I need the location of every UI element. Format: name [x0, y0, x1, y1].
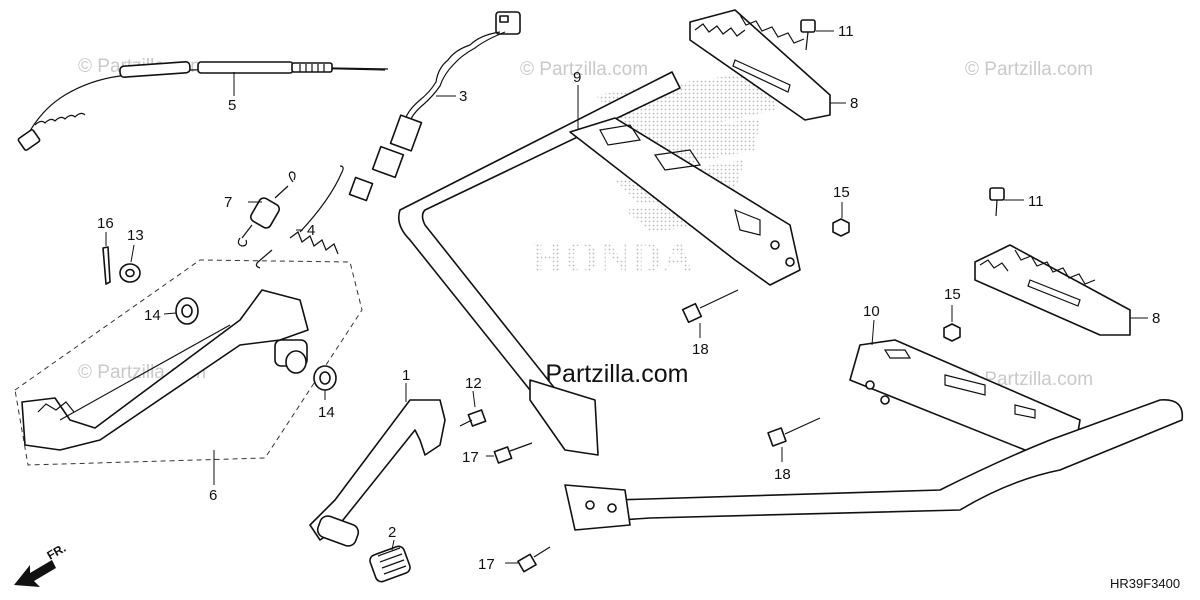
bushings-14 — [163, 297, 337, 400]
callout-12: 12 — [465, 375, 482, 392]
callout-9: 9 — [573, 69, 581, 86]
callout-6: 6 — [209, 487, 217, 504]
pin-16-washer-13 — [102, 232, 141, 285]
bolts-11 — [800, 19, 1024, 217]
springs-7-4 — [237, 165, 344, 269]
front-direction-indicator: FR. — [14, 541, 68, 587]
honda-brand-text: HONDA — [530, 233, 694, 282]
callout-3: 3 — [459, 88, 467, 105]
watermarks: © Partzilla.com © Partzilla.com © Partzi… — [78, 56, 1093, 390]
callout-17: 17 — [478, 556, 495, 573]
callout-4: 4 — [307, 222, 315, 239]
stop-switch-3 — [348, 11, 521, 202]
callout-15: 15 — [944, 286, 961, 303]
callout-14: 14 — [144, 307, 161, 324]
callout-2: 2 — [388, 524, 396, 541]
callout-18: 18 — [774, 466, 791, 483]
step-plate-8-lower — [974, 244, 1148, 336]
callout-1: 1 — [402, 367, 410, 384]
bolts-12-17 — [459, 390, 551, 573]
callout-10: 10 — [863, 303, 880, 320]
callout-11: 11 — [838, 23, 854, 40]
callout-14: 14 — [318, 404, 335, 421]
callout-18: 18 — [692, 341, 709, 358]
front-label: FR. — [45, 541, 69, 563]
callout-8: 8 — [1152, 310, 1160, 327]
callout-7: 7 — [224, 194, 232, 211]
nuts-15 — [832, 202, 961, 342]
brake-arm-1 — [309, 383, 446, 547]
footrest-pipe-9 — [397, 71, 801, 456]
callout-5: 5 — [228, 97, 236, 114]
callout-labels: 5 3 7 4 16 13 14 14 6 1 2 12 17 17 9 11 … — [97, 23, 1160, 573]
callout-15: 15 — [833, 184, 850, 201]
callout-8: 8 — [850, 95, 858, 112]
footrest-pipe-10 — [564, 319, 1184, 531]
watermark: © Partzilla.com — [520, 59, 648, 80]
diagram-code: HR39F3400 — [1110, 576, 1180, 591]
front-arrow-icon — [14, 560, 56, 587]
step-plate-8-upper — [689, 9, 846, 121]
callout-13: 13 — [127, 227, 144, 244]
brake-pedal-group-6 — [14, 259, 363, 485]
callout-17: 17 — [462, 449, 479, 466]
bolts-18 — [681, 289, 821, 462]
watermark: © Partzilla.com — [965, 59, 1093, 80]
pedal-rubber-2 — [369, 539, 411, 583]
callout-16: 16 — [97, 215, 114, 232]
callout-11: 11 — [1028, 193, 1044, 210]
cable-assembly-5 — [17, 61, 389, 151]
